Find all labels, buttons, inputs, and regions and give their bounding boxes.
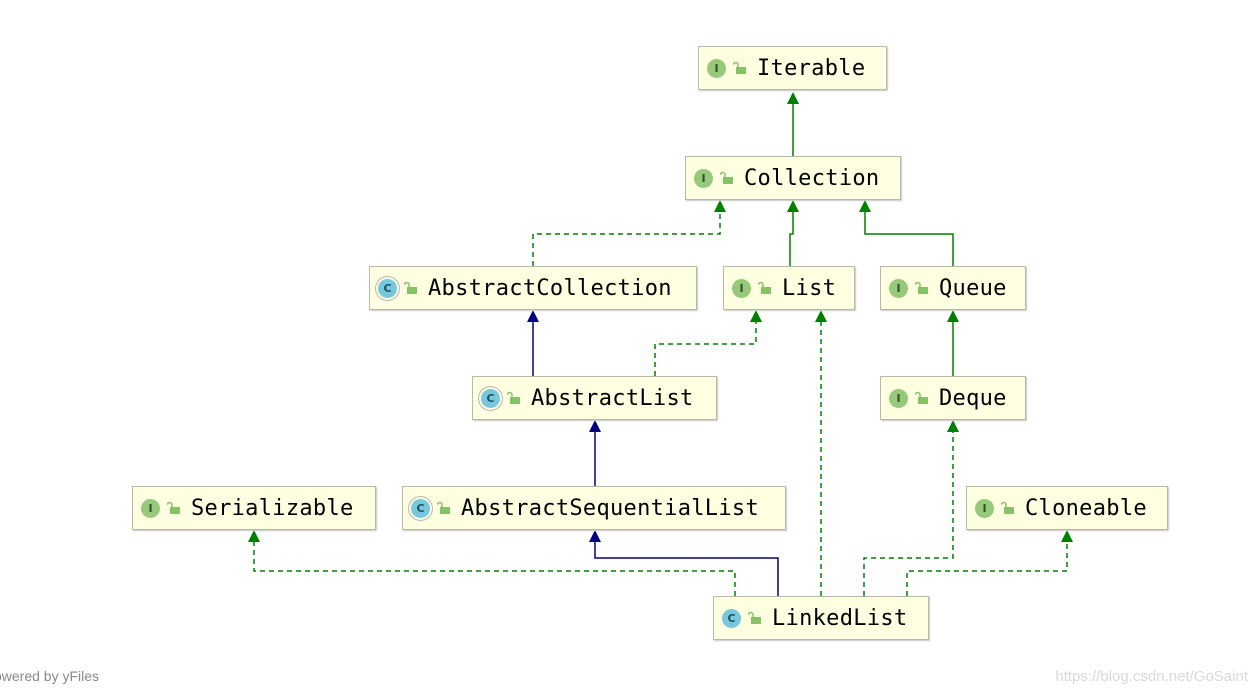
- node-cloneable[interactable]: I Cloneable: [966, 486, 1168, 530]
- public-unlock-icon: [758, 281, 771, 294]
- node-label-serializable: Serializable: [191, 495, 354, 521]
- powered-by-text: owered by yFiles: [0, 668, 100, 684]
- public-unlock-icon: [748, 611, 761, 624]
- node-label-collection: Collection: [744, 165, 880, 191]
- public-unlock-icon: [915, 391, 928, 404]
- interface-badge-icon: I: [889, 388, 908, 408]
- interface-badge-icon: I: [707, 58, 726, 78]
- node-abstractcollection[interactable]: C AbstractCollection: [369, 266, 697, 310]
- node-label-deque: Deque: [939, 385, 1007, 411]
- node-iterable[interactable]: I Iterable: [698, 46, 887, 90]
- node-deque[interactable]: I Deque: [880, 376, 1026, 420]
- edge-abstractlist-to-list: [654, 310, 762, 376]
- public-unlock-icon: [733, 61, 746, 74]
- edge-list-to-collection: [787, 200, 799, 266]
- public-unlock-icon: [404, 281, 417, 294]
- watermark-url: https://blog.csdn.net/GoSaint: [1055, 668, 1248, 685]
- public-unlock-icon: [167, 501, 180, 514]
- node-label-cloneable: Cloneable: [1025, 495, 1147, 521]
- node-linkedlist[interactable]: C LinkedList: [713, 596, 929, 640]
- node-label-iterable: Iterable: [757, 55, 866, 81]
- interface-badge-icon: I: [141, 498, 160, 518]
- public-unlock-icon: [915, 281, 928, 294]
- edge-linkedlist-to-deque: [863, 420, 959, 596]
- edge-linkedlist-to-abstractsequentiallist: [589, 530, 779, 596]
- public-unlock-icon: [1001, 501, 1014, 514]
- node-label-queue: Queue: [939, 275, 1007, 301]
- node-abstractsequentiallist[interactable]: C AbstractSequentialList: [402, 486, 786, 530]
- public-unlock-icon: [437, 501, 450, 514]
- class-badge-icon: C: [722, 608, 741, 628]
- edge-linkedlist-to-serializable: [248, 530, 736, 596]
- abstract-class-badge-icon: C: [411, 498, 430, 518]
- node-label-abstractcollection: AbstractCollection: [428, 275, 672, 301]
- node-label-linkedlist: LinkedList: [772, 605, 908, 631]
- interface-badge-icon: I: [694, 168, 713, 188]
- public-unlock-icon: [720, 171, 733, 184]
- node-list[interactable]: I List: [723, 266, 855, 310]
- node-label-abstractlist: AbstractList: [531, 385, 694, 411]
- edge-linkedlist-to-cloneable: [906, 530, 1073, 596]
- edge-abstractcollection-to-collection: [532, 200, 726, 266]
- node-abstractlist[interactable]: C AbstractList: [472, 376, 717, 420]
- interface-badge-icon: I: [732, 278, 751, 298]
- node-label-list: List: [782, 275, 837, 301]
- abstract-class-badge-icon: C: [481, 388, 500, 408]
- interface-badge-icon: I: [975, 498, 994, 518]
- abstract-class-badge-icon: C: [378, 278, 397, 298]
- node-collection[interactable]: I Collection: [685, 156, 901, 200]
- node-label-abstractsequentiallist: AbstractSequentialList: [461, 495, 759, 521]
- node-serializable[interactable]: I Serializable: [132, 486, 376, 530]
- interface-badge-icon: I: [889, 278, 908, 298]
- edge-queue-to-collection: [859, 200, 954, 266]
- node-queue[interactable]: I Queue: [880, 266, 1026, 310]
- public-unlock-icon: [507, 391, 520, 404]
